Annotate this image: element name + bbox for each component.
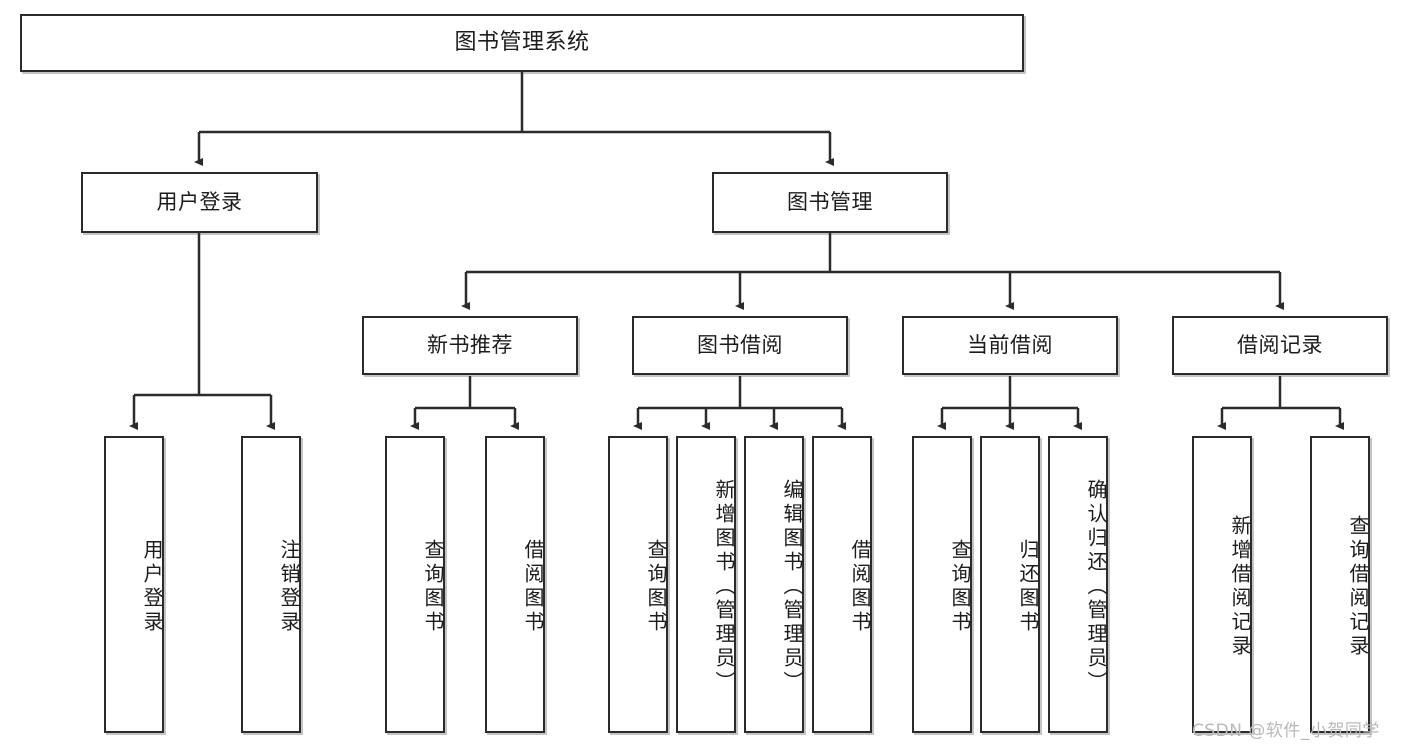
node-user-login[interactable]: 用户登录 xyxy=(81,172,318,233)
leaf-label: 新增图书（管理员） xyxy=(712,478,736,695)
leaf-book-borrow-borrow-book[interactable]: 借阅图书 xyxy=(812,436,872,733)
node-current-borrowing[interactable]: 当前借阅 xyxy=(902,316,1118,375)
leaf-label: 查询借阅记录 xyxy=(1346,514,1370,659)
leaf-label: 注销登录 xyxy=(277,538,301,635)
leaf-borrow-record-query-record[interactable]: 查询借阅记录 xyxy=(1310,436,1370,733)
leaf-current-borrow-confirm-return-admin[interactable]: 确认归还（管理员） xyxy=(1048,436,1108,733)
leaf-label: 查询图书 xyxy=(948,538,972,635)
leaf-label: 查询图书 xyxy=(644,538,668,635)
leaf-current-borrow-query-book[interactable]: 查询图书 xyxy=(912,436,972,733)
leaf-new-book-borrow-book[interactable]: 借阅图书 xyxy=(485,436,545,733)
leaf-user-login-signout[interactable]: 注销登录 xyxy=(241,436,301,733)
leaf-label: 查询图书 xyxy=(421,538,445,635)
leaf-book-borrow-query-book[interactable]: 查询图书 xyxy=(608,436,668,733)
csdn-watermark: CSDN @软件_小贺同学 xyxy=(1192,721,1380,741)
node-book-management[interactable]: 图书管理 xyxy=(712,172,948,233)
leaf-label: 借阅图书 xyxy=(521,538,545,635)
node-book-borrowing[interactable]: 图书借阅 xyxy=(632,316,848,375)
leaf-label: 确认归还（管理员） xyxy=(1084,478,1108,695)
leaf-user-login-signin[interactable]: 用户登录 xyxy=(104,436,164,733)
leaf-current-borrow-return-book[interactable]: 归还图书 xyxy=(980,436,1040,733)
leaf-label: 借阅图书 xyxy=(848,538,872,635)
leaf-label: 编辑图书（管理员） xyxy=(780,478,804,695)
leaf-book-borrow-edit-book-admin[interactable]: 编辑图书（管理员） xyxy=(744,436,804,733)
node-borrowing-record[interactable]: 借阅记录 xyxy=(1172,316,1388,375)
leaf-label: 新增借阅记录 xyxy=(1228,514,1252,659)
leaf-new-book-query-book[interactable]: 查询图书 xyxy=(385,436,445,733)
leaf-book-borrow-add-book-admin[interactable]: 新增图书（管理员） xyxy=(676,436,736,733)
node-root-library-management-system[interactable]: 图书管理系统 xyxy=(20,14,1024,72)
leaf-label: 归还图书 xyxy=(1016,538,1040,635)
leaf-label: 用户登录 xyxy=(140,538,164,635)
leaf-borrow-record-add-record[interactable]: 新增借阅记录 xyxy=(1192,436,1252,733)
node-new-book-recommendation[interactable]: 新书推荐 xyxy=(362,316,578,375)
